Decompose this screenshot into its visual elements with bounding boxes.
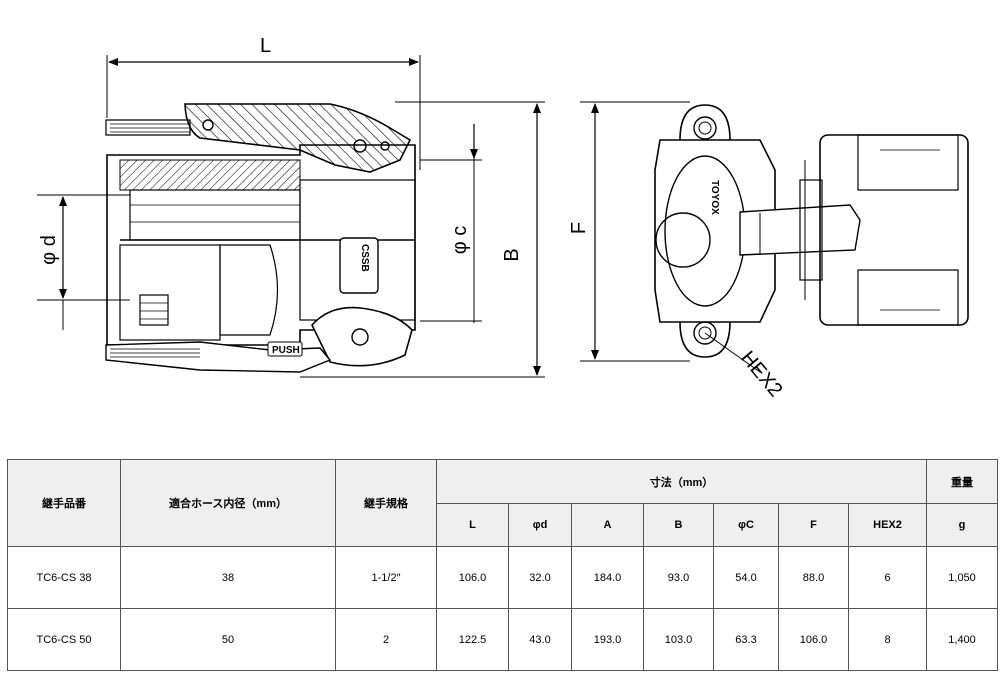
header-weight-unit: g xyxy=(926,503,999,547)
header-fitting-spec: 継手規格 xyxy=(335,459,437,547)
cell-dim-A: 193.0 xyxy=(571,608,644,671)
header-dim-B: B xyxy=(643,503,714,547)
table-row: TC6-CS 38 38 1-1/2″ 106.0 32.0 184.0 93.… xyxy=(7,546,999,609)
model-plate-text: CSSB xyxy=(359,244,370,272)
header-dim-phi-c: φC xyxy=(713,503,779,547)
cell-dim-B: 103.0 xyxy=(643,608,714,671)
cell-fitting-spec: 2 xyxy=(335,608,437,671)
table-row: TC6-CS 50 50 2 122.5 43.0 193.0 103.0 63… xyxy=(7,608,999,671)
technical-drawing: CSSB PUSH L B φ c φ d xyxy=(37,35,969,401)
cell-fitting-spec: 1-1/2″ xyxy=(335,546,437,609)
header-row-2: L φd A B φC F HEX2 g xyxy=(8,503,999,547)
cell-dim-L: 122.5 xyxy=(436,608,509,671)
cell-dim-B: 93.0 xyxy=(643,546,714,609)
spec-table: 継手品番 適合ホース内径（mm） 継手規格 寸法（mm） 重量 L φd A B… xyxy=(7,459,999,671)
cell-weight: 1,400 xyxy=(926,608,999,671)
cell-weight: 1,050 xyxy=(926,546,999,609)
label-L: L xyxy=(260,35,271,57)
cell-dim-L: 106.0 xyxy=(436,546,509,609)
header-dim-F: F xyxy=(778,503,849,547)
cell-hose-id: 50 xyxy=(120,608,336,671)
cell-dim-hex2: 6 xyxy=(847,546,928,609)
cell-fitting-no: TC6-CS 50 xyxy=(7,608,121,671)
brand-mark: TOYOX xyxy=(709,180,720,215)
cell-dim-phi-d: 32.0 xyxy=(508,546,572,609)
header-weight: 重量 xyxy=(926,459,999,504)
cell-fitting-no: TC6-CS 38 xyxy=(7,546,121,609)
cell-dim-phi-d: 43.0 xyxy=(508,608,572,671)
cell-dim-F: 106.0 xyxy=(778,608,849,671)
header-dim-L: L xyxy=(436,503,509,547)
cell-dim-hex2: 8 xyxy=(847,608,928,671)
side-view: CSSB PUSH xyxy=(37,55,545,378)
header-dim-hex2: HEX2 xyxy=(847,503,928,547)
push-label: PUSH xyxy=(272,345,300,356)
label-phi-d: φ d xyxy=(38,235,60,265)
cell-hose-id: 38 xyxy=(120,546,336,609)
header-hose-id: 適合ホース内径（mm） xyxy=(120,459,336,547)
label-hex2: HEX2 xyxy=(736,347,786,401)
header-dimensions: 寸法（mm） xyxy=(435,459,928,504)
label-F: F xyxy=(568,222,590,234)
header-dim-A: A xyxy=(571,503,644,547)
cell-dim-phi-c: 54.0 xyxy=(713,546,779,609)
label-B: B xyxy=(501,248,523,261)
header-dim-phi-d: φd xyxy=(508,503,572,547)
header-row-1: 継手品番 適合ホース内径（mm） 継手規格 寸法（mm） 重量 xyxy=(7,459,999,547)
front-view: TOYOX xyxy=(580,101,969,373)
header-fitting-no: 継手品番 xyxy=(7,459,121,547)
cell-dim-phi-c: 63.3 xyxy=(713,608,779,671)
cell-dim-A: 184.0 xyxy=(571,546,644,609)
cell-dim-F: 88.0 xyxy=(778,546,849,609)
label-phi-c: φ c xyxy=(449,226,471,255)
